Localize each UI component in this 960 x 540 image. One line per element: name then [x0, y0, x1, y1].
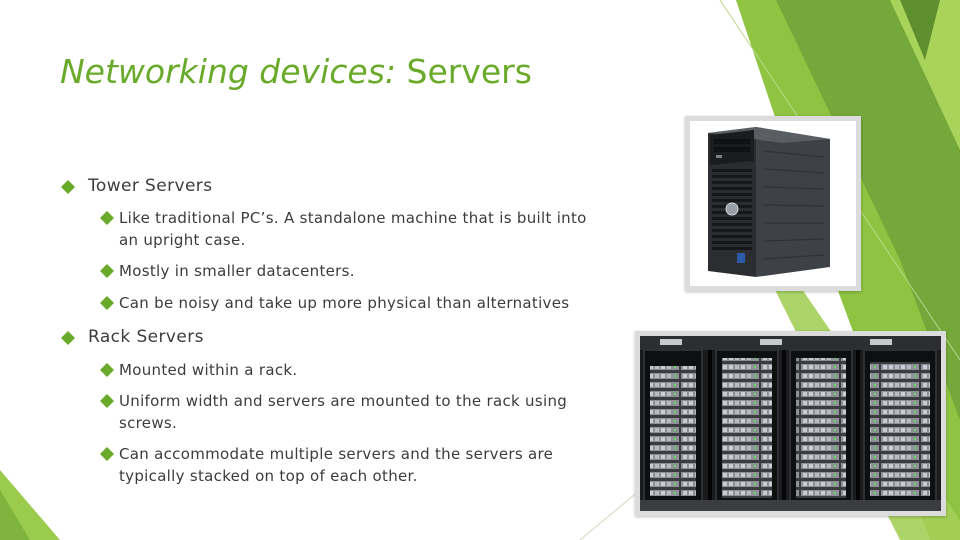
diamond-bullet-icon: [100, 363, 114, 377]
rack-servers-illustration: [640, 336, 941, 511]
sub-bullet-text: Mounted within a rack.: [119, 361, 298, 379]
diamond-bullet-icon: [61, 180, 75, 194]
slide-title: Networking devices: Servers: [60, 52, 532, 91]
sub-bullet-text: Like traditional PC’s. A standalone mach…: [119, 209, 587, 249]
tower-server-photo: [685, 116, 861, 291]
diamond-bullet-icon: [100, 447, 114, 461]
sub-bullet-text: Uniform width and servers are mounted to…: [119, 392, 568, 432]
sub-bullet-text: Can accommodate multiple servers and the…: [119, 445, 554, 485]
sub-bullet: Uniform width and servers are mounted to…: [99, 390, 567, 434]
sub-bullet: Can be noisy and take up more physical t…: [99, 292, 569, 314]
title-part-regular: Servers: [396, 52, 532, 91]
diamond-bullet-icon: [100, 211, 114, 225]
diamond-bullet-icon: [100, 296, 114, 310]
title-part-italic: Networking devices:: [60, 52, 397, 91]
bullet-tower-servers: Tower Servers: [60, 176, 212, 196]
sub-bullet: Like traditional PC’s. A standalone mach…: [99, 207, 587, 251]
diamond-bullet-icon: [100, 394, 114, 408]
sub-bullet-text: Can be noisy and take up more physical t…: [119, 294, 570, 312]
sub-bullet-text: Mostly in smaller datacenters.: [119, 262, 355, 280]
bullet-heading: Rack Servers: [88, 327, 204, 347]
sub-bullet: Mounted within a rack.: [99, 359, 297, 381]
sub-bullet: Mostly in smaller datacenters.: [99, 260, 355, 282]
tower-server-illustration: [690, 121, 856, 286]
bullet-heading: Tower Servers: [88, 176, 213, 196]
rack-servers-photo: [635, 331, 946, 516]
sub-bullet: Can accommodate multiple servers and the…: [99, 443, 553, 487]
bullet-rack-servers: Rack Servers: [60, 327, 204, 347]
diamond-bullet-icon: [100, 264, 114, 278]
diamond-bullet-icon: [61, 331, 75, 345]
